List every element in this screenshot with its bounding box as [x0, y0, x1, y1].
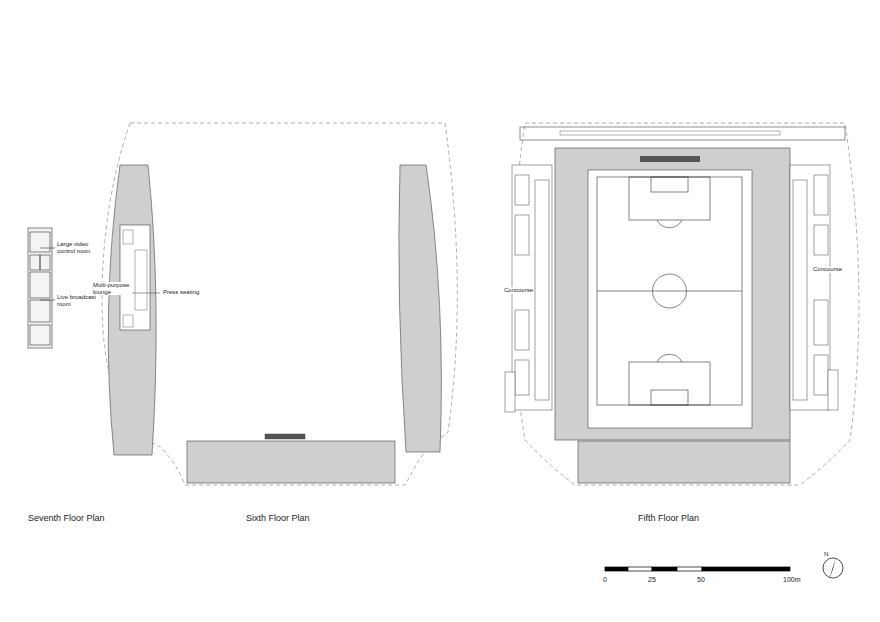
plan-line — [505, 372, 515, 412]
scale-number: 50 — [697, 576, 705, 584]
plan-line — [814, 300, 828, 345]
plan-line — [515, 175, 529, 205]
plan-line — [505, 165, 838, 412]
plan-line — [651, 177, 688, 192]
plan-line — [555, 148, 790, 440]
seventh-floor — [28, 228, 55, 348]
plan-line — [560, 131, 780, 135]
fifth-floor — [505, 123, 859, 485]
scale-number: 25 — [648, 576, 656, 584]
scale-bar — [605, 567, 790, 571]
plan-line — [702, 567, 790, 571]
plan-line — [652, 567, 677, 571]
plan-line — [40, 248, 55, 249]
plan-line — [515, 215, 529, 255]
scale-number: 0 — [603, 576, 607, 584]
plan-line — [30, 325, 50, 345]
plan-line — [814, 225, 828, 255]
plan-line — [814, 355, 828, 395]
plan-line — [30, 300, 50, 322]
plan-line — [829, 557, 836, 580]
plan-line — [597, 291, 742, 292]
plan-line — [597, 177, 742, 405]
plan-line — [187, 441, 395, 483]
plan-caption: Fifth Floor Plan — [638, 514, 699, 524]
room-label: Press seating — [162, 289, 200, 296]
plan-line — [102, 123, 457, 485]
plan-line — [578, 441, 790, 483]
plan-line — [814, 175, 828, 215]
plan-line — [30, 272, 50, 298]
plan-line — [515, 360, 529, 395]
plan-line — [597, 177, 742, 405]
plan-line — [657, 354, 682, 362]
plan-line — [653, 274, 687, 308]
plan-line — [640, 156, 700, 162]
plan-line — [515, 310, 529, 350]
plan-line — [588, 170, 752, 428]
room-label: Live broadcast room — [57, 294, 105, 307]
plan-line — [131, 293, 160, 294]
plan-line — [651, 390, 688, 405]
plan-caption: Seventh Floor Plan — [28, 514, 105, 524]
plan-line — [30, 232, 50, 252]
plan-line — [793, 180, 807, 400]
plan-line — [123, 230, 133, 244]
room-label: Concourse — [812, 266, 843, 273]
plan-line — [513, 123, 859, 485]
plan-line — [40, 255, 50, 270]
sixth-floor — [102, 123, 457, 485]
plan-line — [135, 250, 147, 310]
plan-line — [30, 255, 40, 270]
plan-line — [40, 300, 55, 301]
plan-line — [120, 225, 150, 330]
plan-line — [123, 315, 133, 327]
plan-line — [677, 567, 702, 571]
room-label: Multi-purpose lounge — [92, 282, 132, 295]
plan-line — [790, 165, 830, 410]
north-label: N — [824, 551, 828, 558]
plan-line — [265, 434, 305, 439]
plan-line — [657, 220, 682, 228]
plan-caption: Sixth Floor Plan — [246, 514, 310, 524]
plan-line — [605, 567, 628, 571]
room-label: Concourse — [503, 287, 534, 294]
plan-line — [399, 165, 442, 452]
plan-line — [828, 370, 838, 410]
scale-number: 100m — [783, 576, 801, 584]
plan-line — [629, 362, 710, 405]
plan-line — [535, 180, 549, 400]
plan-line — [520, 127, 845, 140]
plan-line — [628, 567, 652, 571]
plan-line — [28, 228, 52, 348]
room-label: Large video control room — [57, 241, 105, 254]
plan-line — [108, 165, 156, 455]
plan-line — [629, 177, 710, 220]
north-arrow — [823, 557, 843, 580]
